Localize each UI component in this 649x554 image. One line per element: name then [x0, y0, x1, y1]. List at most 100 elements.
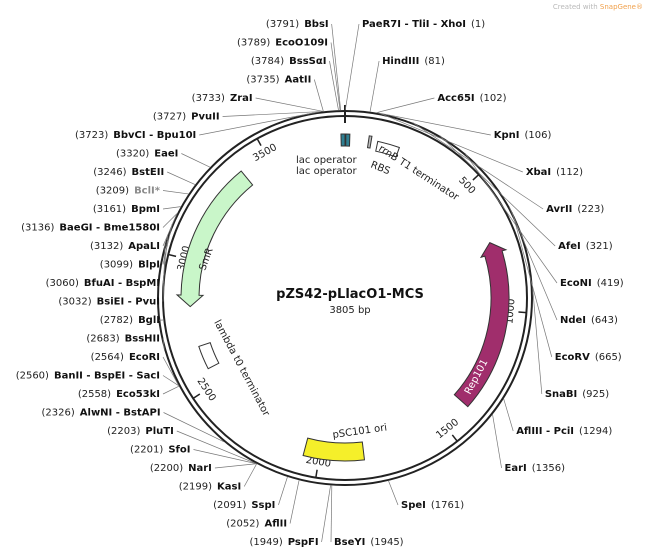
site-label[interactable]: (2199) KasI	[179, 482, 241, 493]
site-label[interactable]: (3791)BbsI	[266, 19, 329, 30]
site-connector	[377, 112, 491, 136]
site-label[interactable]: (2052)AflII	[226, 519, 287, 530]
site-name: BlpI	[138, 260, 160, 271]
site-name: EaeI	[154, 149, 178, 160]
site-label[interactable]: SnaBI(925)	[545, 389, 609, 400]
site-name: NdeI	[560, 315, 586, 326]
site-position: (419)	[597, 278, 624, 289]
site-position: (2091)	[213, 500, 246, 511]
site-label[interactable]: (3784)BssSαI	[251, 56, 327, 67]
site-connector	[512, 212, 553, 358]
site-label[interactable]: EarI(1356)	[505, 463, 566, 474]
site-name: ZraI	[230, 93, 253, 104]
site-connector	[379, 112, 523, 173]
site-label[interactable]: (2203)PluTI	[107, 426, 174, 437]
site-label[interactable]: XbaI(112)	[526, 167, 583, 178]
site-connector	[162, 213, 178, 228]
site-label[interactable]: (3246)BstEII	[93, 167, 164, 178]
site-connector	[199, 111, 320, 136]
feature-rrnb-t1-terminator[interactable]	[375, 140, 401, 158]
site-label[interactable]: (3320)EaeI	[116, 149, 178, 160]
site-label[interactable]: (3727)PvuII	[153, 112, 220, 123]
feature-label-lac-operator-2: lac operator	[296, 166, 357, 177]
site-connector	[329, 60, 339, 111]
tick-mark	[518, 311, 527, 314]
site-connector	[162, 206, 181, 210]
site-label[interactable]: (2201)SfoI	[130, 445, 190, 456]
site-connector	[181, 153, 211, 168]
site-connector	[162, 338, 165, 351]
feature-lac-operator[interactable]	[340, 133, 346, 147]
site-position: (2201)	[130, 445, 163, 456]
site-label[interactable]: AfeI(321)	[558, 241, 613, 252]
site-position: (2199)	[179, 482, 212, 493]
site-label[interactable]: (3209)BclI*	[96, 186, 161, 197]
site-label[interactable]: Acc65I(102)	[437, 93, 506, 104]
site-connector	[492, 414, 502, 469]
site-name: BanII - BspEI - SacI	[54, 371, 160, 382]
site-name: BbvCI - Bpu10I	[113, 130, 196, 141]
site-label[interactable]: (3733)ZraI	[192, 93, 253, 104]
site-name: AlwNI - BstAPI	[80, 408, 161, 419]
site-position: (3136)	[21, 223, 54, 234]
site-label[interactable]: SpeI(1761)	[401, 500, 464, 511]
site-position: (665)	[595, 352, 622, 363]
site-name: BfuAI - BspMI	[84, 278, 160, 289]
site-label[interactable]: (3735)AatII	[246, 75, 311, 86]
site-connector	[163, 412, 225, 443]
site-label[interactable]: BseYI(1945)	[334, 537, 404, 548]
site-name: HindIII	[382, 56, 419, 67]
site-position: (1)	[471, 19, 485, 30]
features	[175, 133, 510, 462]
site-label[interactable]: (2560) BanII - BspEI - SacI	[16, 371, 160, 382]
site-label[interactable]: (1949)PspFI	[249, 537, 318, 548]
site-label[interactable]: (2326)AlwNI - BstAPI	[42, 408, 161, 419]
site-label[interactable]: (2782)BglI	[100, 315, 160, 326]
feature-lac-operator[interactable]	[345, 133, 351, 147]
site-label[interactable]: (3136)BaeGI - Bme1580I	[21, 223, 160, 234]
site-label[interactable]: PaeR7I - TliI - XhoI(1)	[362, 19, 485, 30]
site-position: (2560)	[16, 371, 49, 382]
credit-brand: SnapGene®	[599, 3, 643, 11]
site-label[interactable]: (3032)BsiEI - PvuI	[58, 297, 160, 308]
site-name: BssSαI	[289, 56, 326, 67]
site-label[interactable]: KpnI(106)	[494, 130, 552, 141]
site-label[interactable]: (3161)BpmI	[93, 204, 160, 215]
site-label[interactable]: (3060)BfuAI - BspMI	[46, 278, 160, 289]
site-position: (3161)	[93, 204, 126, 215]
site-label[interactable]: (3723)BbvCI - Bpu10I	[75, 130, 196, 141]
feature-psc101-ori[interactable]	[302, 437, 366, 462]
site-label[interactable]: NdeI(643)	[560, 315, 618, 326]
site-label[interactable]: (2091) SspI	[213, 500, 275, 511]
site-name: BclI*	[134, 186, 161, 197]
site-position: (3032)	[58, 297, 91, 308]
site-label[interactable]: HindIII (81)	[382, 56, 445, 67]
site-label[interactable]: (2564)EcoRI	[91, 352, 160, 363]
site-label[interactable]: (3132)ApaLI	[90, 241, 160, 252]
feature-rbs[interactable]	[366, 135, 373, 149]
feature-smr[interactable]	[175, 170, 254, 308]
site-position: (2200)	[150, 463, 183, 474]
site-connector	[313, 79, 324, 112]
site-label[interactable]: (3099)BlpI	[100, 260, 160, 271]
site-connector	[412, 122, 544, 210]
site-position: (81)	[424, 56, 445, 67]
site-connector	[508, 206, 558, 321]
feature-rep101[interactable]	[453, 241, 510, 408]
feature-lambda-t0-terminator[interactable]	[198, 342, 220, 370]
site-name: KasI	[217, 482, 241, 493]
site-label[interactable]: (2683)BssHII	[86, 334, 160, 345]
site-name: SspI	[251, 500, 275, 511]
site-label[interactable]: AflIII - PciI(1294)	[516, 426, 612, 437]
site-name: EcoRV	[555, 352, 590, 363]
site-name: AflII	[264, 519, 287, 530]
tick-mark	[315, 469, 318, 478]
site-label[interactable]: (2558)Eco53kI	[78, 389, 160, 400]
site-label[interactable]: EcoNI(419)	[560, 278, 624, 289]
site-label[interactable]: (3789)EcoO109I	[237, 38, 328, 49]
feature-label-lambda-t0-terminator: lambda t0 terminator	[211, 318, 271, 419]
site-label[interactable]: (2200)NarI	[150, 463, 212, 474]
plasmid-name: pZS42-pLlacO1-MCS	[276, 287, 424, 302]
site-label[interactable]: AvrII(223)	[546, 204, 604, 215]
site-label[interactable]: EcoRV (665)	[555, 352, 622, 363]
